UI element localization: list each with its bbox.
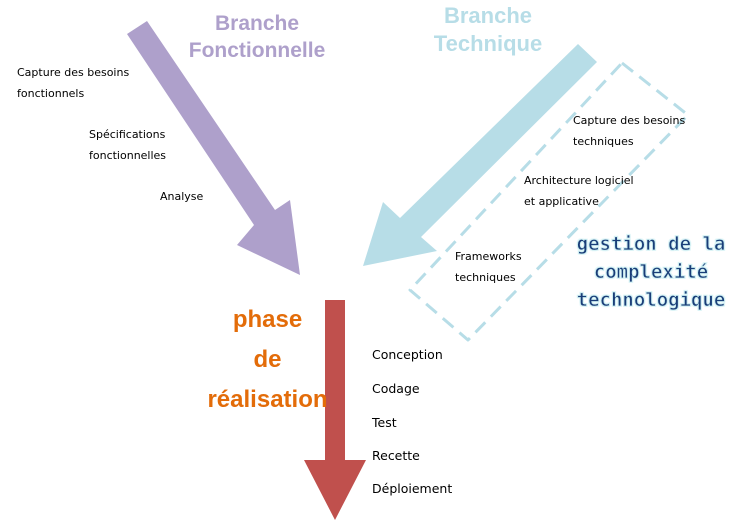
functional-step-1: Capture des besoins fonctionnels <box>17 66 130 100</box>
technical-branch-arrow <box>363 44 597 266</box>
technical-branch-title: Branche Technique <box>433 3 543 56</box>
realisation-step-1: Conception <box>372 347 443 362</box>
functional-step-2: Spécifications fonctionnelles <box>89 128 167 162</box>
functional-branch-title: Branche Fonctionnelle <box>188 12 326 62</box>
realisation-step-3: Test <box>372 415 397 430</box>
realisation-title: phase de réalisation <box>207 306 328 413</box>
realisation-step-4: Recette <box>372 448 420 463</box>
realisation-step-5: Déploiement <box>372 481 453 496</box>
functional-branch-arrow <box>127 21 300 275</box>
technical-step-3: Frameworks techniques <box>455 250 522 284</box>
complexity-label: gestion de la complexité technologique <box>576 233 726 312</box>
technical-step-1: Capture des besoins techniques <box>573 114 686 148</box>
functional-step-3: Analyse <box>160 190 204 203</box>
realisation-step-2: Codage <box>372 381 420 396</box>
technical-step-2: Architecture logiciel et applicative <box>524 174 634 208</box>
realisation-phase-arrow <box>304 300 366 520</box>
complexity-dashed-outline <box>408 61 690 342</box>
